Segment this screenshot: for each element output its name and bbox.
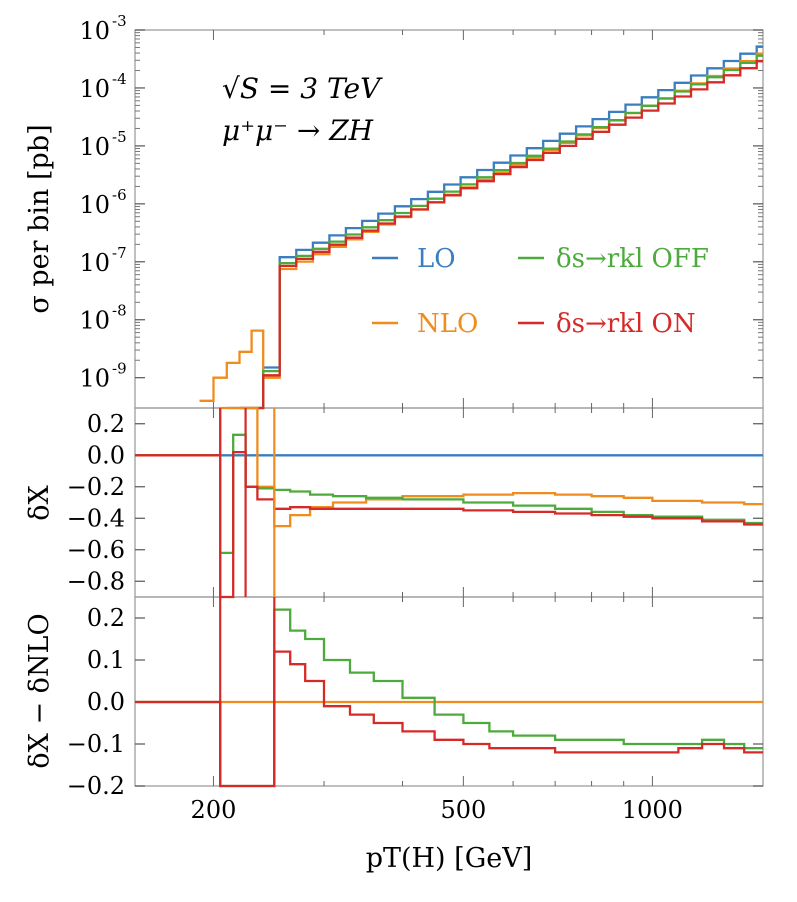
- legend-label-on: δs→rkl ON: [556, 309, 696, 339]
- main-y-tick-label: 10: [79, 133, 110, 161]
- legend: LO δs→rkl OFF NLO δs→rkl ON: [372, 244, 709, 339]
- x-tick-label: 1000: [622, 796, 683, 824]
- main-y-tick-label: 10: [79, 249, 110, 277]
- main-series-srklon: [239, 60, 763, 410]
- ratio-y-tick-label: −0.4: [67, 504, 125, 532]
- legend-label-lo: LO: [417, 244, 456, 274]
- main-y-axis-title: σ per bin [pb]: [24, 124, 55, 313]
- main-y-tick-exponent: -3: [112, 12, 127, 30]
- main-y-tick-exponent: -5: [112, 128, 127, 146]
- ratio-y-tick-label: −0.6: [67, 536, 125, 564]
- difference-y-tick-label: −0.2: [67, 772, 125, 800]
- ratio-y-tick-label: 0.2: [87, 410, 125, 438]
- difference-series-off: [135, 608, 763, 788]
- difference-series-on: [135, 650, 763, 788]
- tick-marks-layer: [135, 29, 763, 787]
- main-y-tick-exponent: -8: [112, 302, 127, 320]
- ratio-y-tick-label: −0.8: [67, 567, 125, 595]
- difference-y-axis-title: δX − δNLO: [24, 613, 55, 768]
- annotation-process: μ⁺μ⁻ → ZH: [222, 114, 374, 147]
- difference-panel-frame: [134, 596, 764, 787]
- ratio-y-axis-title: δX: [24, 484, 55, 520]
- x-tick-label: 200: [191, 796, 237, 824]
- main-y-tick-label: 10: [79, 75, 110, 103]
- x-tick-label: 500: [440, 796, 486, 824]
- series-layer: [135, 45, 763, 788]
- annotation-energy: √S = 3 TeV: [222, 72, 383, 105]
- ratio-y-tick-label: −0.2: [67, 473, 125, 501]
- main-y-tick-exponent: -6: [112, 186, 127, 204]
- difference-y-tick-label: −0.1: [67, 730, 125, 758]
- main-y-tick-label: 10: [79, 191, 110, 219]
- difference-y-tick-label: 0.1: [87, 646, 125, 674]
- main-y-tick-exponent: -9: [112, 360, 127, 378]
- main-y-tick-label: 10: [79, 365, 110, 393]
- main-y-tick-exponent: -7: [112, 244, 127, 262]
- main-series-lo: [226, 45, 763, 410]
- legend-label-off: δs→rkl OFF: [556, 244, 709, 274]
- legend-label-nlo: NLO: [417, 309, 478, 339]
- x-axis-title: pT(H) [GeV]: [366, 843, 533, 874]
- difference-y-tick-label: 0.0: [87, 688, 125, 716]
- main-y-tick-exponent: -4: [112, 70, 127, 88]
- main-y-tick-label: 10: [79, 17, 110, 45]
- difference-y-tick-label: 0.2: [87, 604, 125, 632]
- main-y-tick-label: 10: [79, 307, 110, 335]
- ratio-y-tick-label: 0.0: [87, 441, 125, 469]
